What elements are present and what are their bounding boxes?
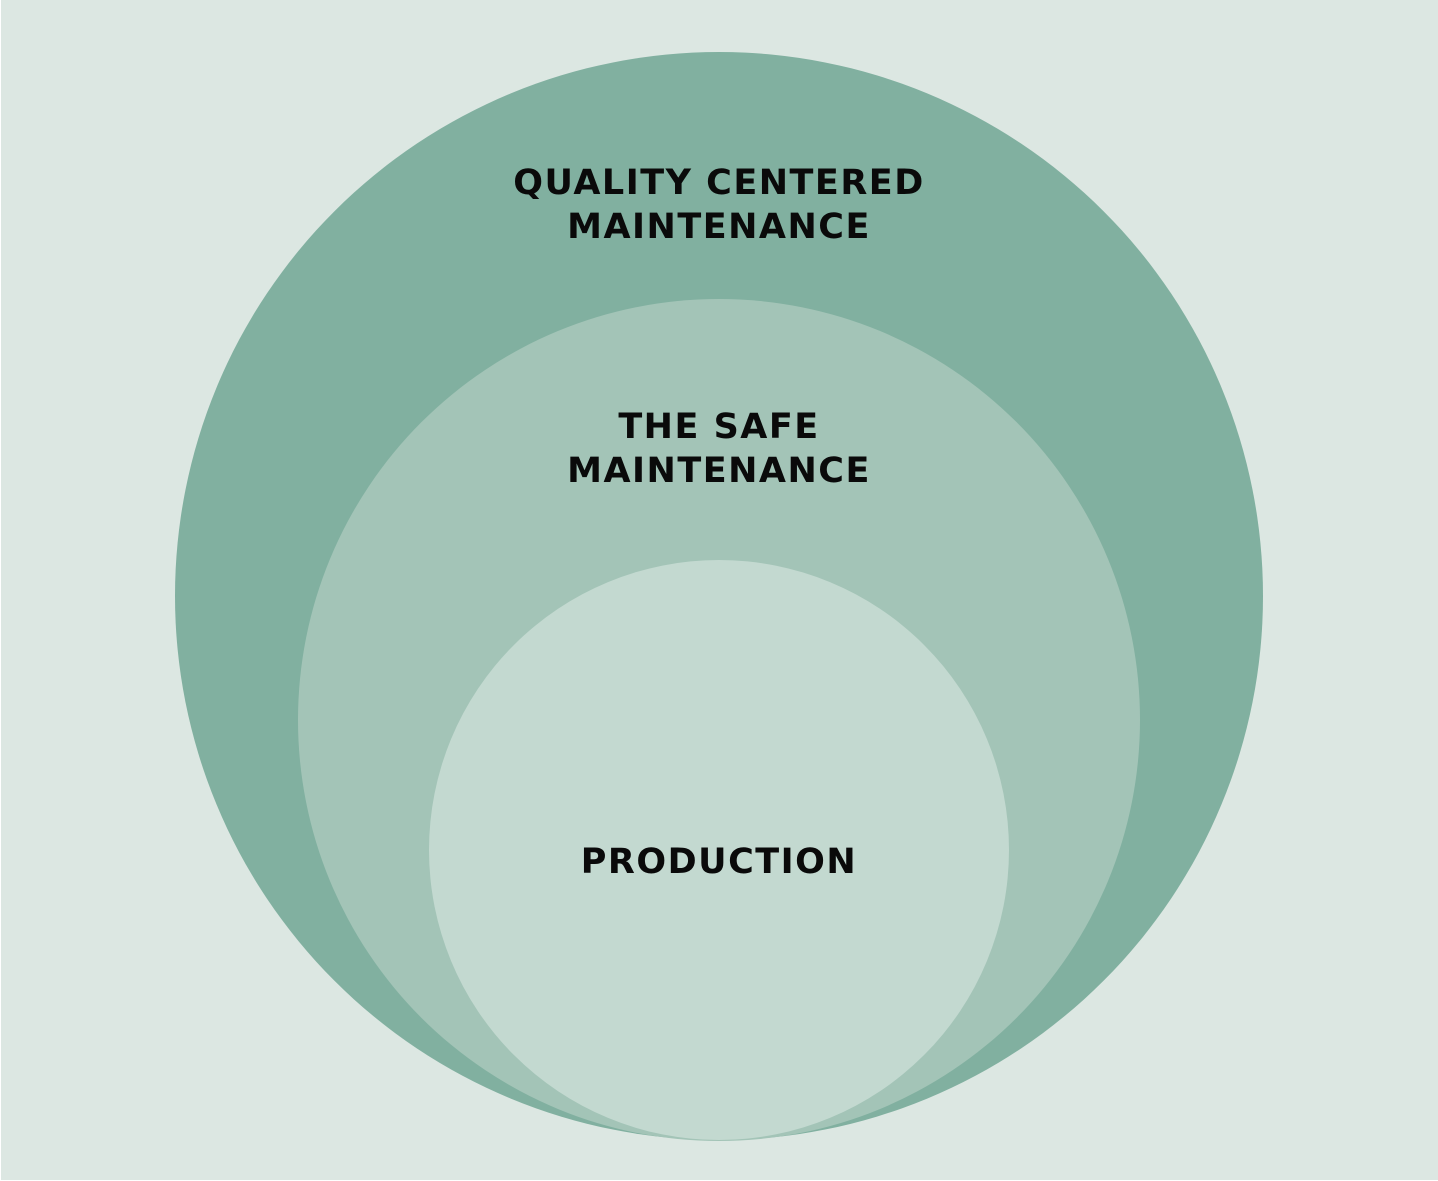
inner-circle: [429, 560, 1009, 1140]
left-edge-line: [0, 0, 1, 1181]
middle-label-line2: MAINTENANCE: [567, 451, 871, 491]
middle-label-line1: THE SAFE: [618, 407, 820, 447]
outer-label-line2: MAINTENANCE: [567, 207, 871, 247]
outer-circle-label: QUALITY CENTERED MAINTENANCE: [419, 161, 1019, 249]
middle-circle-label: THE SAFE MAINTENANCE: [419, 405, 1019, 493]
outer-label-line1: QUALITY CENTERED: [513, 163, 925, 203]
inner-circle-label: PRODUCTION: [419, 840, 1019, 884]
inner-label-line1: PRODUCTION: [580, 842, 858, 882]
